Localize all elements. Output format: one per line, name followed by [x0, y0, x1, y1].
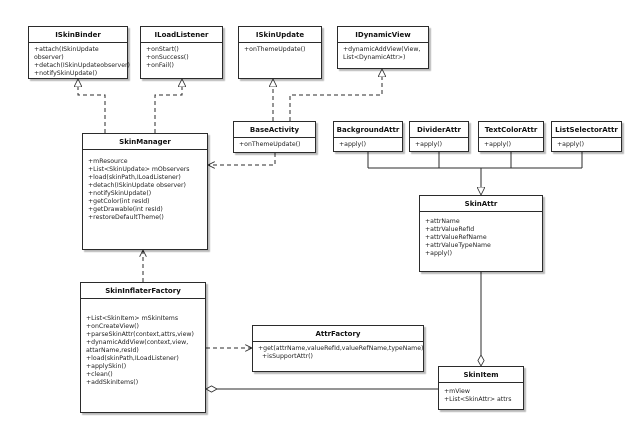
member: +get(attrName,valueRefId,valueRefName,ty…	[258, 345, 424, 352]
member: +load(skinPath,ILoadListener)	[88, 174, 181, 181]
member: +List<SkinAttr> attrs	[444, 396, 512, 403]
class-listselectorattr: ListSelectorAttr +apply()	[551, 121, 622, 152]
member: +attrValueRefName	[425, 234, 487, 241]
member: +List<SkinItem> mSkinItems	[86, 315, 179, 322]
member: +addSkinItems()	[86, 379, 139, 386]
member: +apply()	[425, 250, 453, 257]
class-skinitem: SkinItem +mView +List<SkinAttr> attrs	[438, 366, 524, 410]
class-title: AttrFactory	[253, 326, 423, 342]
class-title: SkinAttr	[420, 196, 542, 212]
member: +dynamicAddView(context,view, attarName,…	[86, 339, 189, 354]
member: +apply()	[557, 141, 585, 148]
class-iloadlistener: ILoadListener +onStart() +onSuccess() +o…	[140, 26, 223, 79]
member: +attach(ISkinUpdate observer)	[34, 46, 99, 61]
member-list: +onThemeUpdate()	[239, 43, 321, 56]
member: +parseSkinAttr(context,attrs,view)	[86, 331, 194, 338]
class-skinmanager: SkinManager +mResource +List<SkinUpdate>…	[82, 133, 208, 250]
class-skinattr: SkinAttr +attrName +attrValueRefId +attr…	[419, 195, 543, 272]
member: +applySkin()	[86, 363, 127, 370]
class-title: TextColorAttr	[479, 122, 543, 138]
generalization-attr-bus	[367, 152, 583, 195]
member: +getColor(int resId)	[88, 198, 150, 205]
class-title: ISkinUpdate	[239, 27, 321, 43]
member: +attrValueTypeName	[425, 242, 491, 249]
member: +detach(ISkinUpdateobserver)	[34, 62, 130, 69]
class-backgroundattr: BackgroundAttr +apply()	[333, 121, 403, 152]
member-list: +attach(ISkinUpdate observer) +detach(IS…	[29, 43, 130, 80]
member-list: +onThemeUpdate()	[234, 138, 315, 151]
member: +apply()	[339, 141, 367, 148]
member: +onThemeUpdate()	[244, 46, 306, 53]
member: +attrName	[425, 218, 460, 225]
class-title: BackgroundAttr	[334, 122, 402, 138]
dependency-baseactivity-skinmanager	[208, 153, 276, 165]
member-list: +mView +List<SkinAttr> attrs	[439, 383, 523, 406]
realization-skinmanager-iskinbinder	[78, 79, 106, 133]
class-baseactivity: BaseActivity +onThemeUpdate()	[233, 121, 316, 153]
member: +onStart()	[146, 46, 179, 53]
realization-baseactivity-idynamicview	[289, 69, 382, 121]
member-list: +apply()	[479, 138, 543, 151]
member: +apply()	[484, 141, 512, 148]
class-title: DividerAttr	[410, 122, 468, 138]
class-title: SkinInflaterFactory	[81, 283, 205, 299]
member-list: +apply()	[410, 138, 468, 151]
member: +onThemeUpdate()	[239, 141, 301, 148]
member: +load(skinPath,ILoadListener)	[86, 355, 179, 362]
member-list: +dynamicAddView(View, List<DynamicAttr>)	[338, 43, 428, 64]
member-list: +onStart() +onSuccess() +onFail()	[141, 43, 222, 72]
member: +mResource	[88, 158, 128, 165]
class-title: IDynamicView	[338, 27, 428, 43]
class-skininflaterfactory: SkinInflaterFactory +List<SkinItem> mSki…	[80, 282, 206, 413]
member: +List<SkinUpdate> mObservers	[88, 166, 190, 173]
class-dividerattr: DividerAttr +apply()	[409, 121, 469, 152]
class-title: ISkinBinder	[29, 27, 127, 43]
class-title: SkinManager	[83, 134, 207, 150]
member-list: +apply()	[334, 138, 402, 151]
class-attrfactory: AttrFactory +get(attrName,valueRefId,val…	[252, 325, 424, 372]
class-title: BaseActivity	[234, 122, 315, 138]
member-list: +mResource +List<SkinUpdate> mObservers …	[83, 150, 207, 224]
member: +attrValueRefId	[425, 226, 475, 233]
member: +isSupportAttr()	[262, 353, 313, 360]
member: +apply()	[415, 141, 443, 148]
member: +mView	[444, 388, 470, 395]
class-title: ILoadListener	[141, 27, 222, 43]
member: +detach(ISkinUpdate observer)	[88, 182, 186, 189]
member-list: +apply()	[552, 138, 621, 151]
member: +notifySkinUpdate()	[88, 190, 152, 197]
member: +getDrawable(int resId)	[88, 206, 163, 213]
member-list: +attrName +attrValueRefId +attrValueRefN…	[420, 212, 542, 260]
class-textcolorattr: TextColorAttr +apply()	[478, 121, 544, 152]
realization-skinmanager-iloadlistener	[154, 79, 182, 133]
member: +notifySkinUpdate()	[34, 70, 98, 77]
member-list: +List<SkinItem> mSkinItems +onCreateView…	[81, 299, 205, 389]
class-iskinupdate: ISkinUpdate +onThemeUpdate()	[238, 26, 322, 79]
member: +onFail()	[146, 62, 174, 69]
class-title: ListSelectorAttr	[552, 122, 621, 138]
member-list: +get(attrName,valueRefId,valueRefName,ty…	[253, 342, 423, 363]
class-idynamicview: IDynamicView +dynamicAddView(View, List<…	[337, 26, 429, 69]
member: +dynamicAddView(View, List<DynamicAttr>)	[343, 46, 421, 61]
member: +restoreDefaultTheme()	[88, 214, 164, 221]
member: +onSuccess()	[146, 54, 189, 61]
member: +onCreateView()	[86, 323, 139, 330]
member: +clean()	[86, 371, 113, 378]
class-iskinbinder: ISkinBinder +attach(ISkinUpdate observer…	[28, 26, 130, 80]
class-title: SkinItem	[439, 367, 523, 383]
